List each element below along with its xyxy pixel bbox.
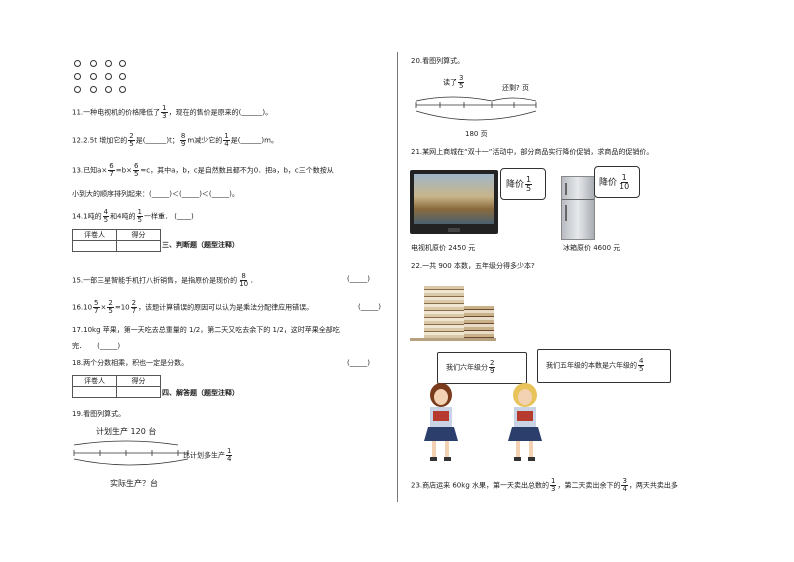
girl-figure-right <box>508 383 542 461</box>
fridge-image <box>561 176 595 240</box>
remain-label: 还剩? 页 <box>502 84 529 92</box>
answer-blank[interactable]: (_____) <box>347 275 370 283</box>
question-17: 17.10kg 苹果，第一天吃去总重量的 1/2，第二天又吃去余下的 1/2，这… <box>72 326 340 334</box>
question-20: 20.看图列算式。 <box>411 57 465 65</box>
answer-blank[interactable]: (_____) <box>347 359 370 367</box>
section-title-judgment: 三、判断题（题型注释） <box>162 241 239 249</box>
question-22: 22.一共 900 本数，五年级分得多少本? <box>411 262 535 270</box>
tv-image <box>410 170 498 234</box>
plan-label: 计划生产 120 台 <box>96 427 157 436</box>
question-21: 21.某网上商城在“双十一”活动中，部分商品实行降价促销，求商品的促销价。 <box>411 148 654 156</box>
q19-segment-diagram <box>73 440 189 466</box>
answer-blank[interactable]: (_____) <box>358 303 381 311</box>
question-17-line2: 完． (_____) <box>72 342 121 350</box>
books-image <box>410 282 496 342</box>
column-divider <box>397 52 398 502</box>
q20-segment-diagram <box>415 96 537 121</box>
total-label: 180 页 <box>465 130 488 138</box>
question-18: 18.两个分数相乘，积也一定是分数。 <box>72 359 189 367</box>
score-table: 评卷人得分 <box>72 375 161 398</box>
question-19: 19.看图列算式。 <box>72 410 126 418</box>
tv-price: 电视机原价 2450 元 <box>411 244 476 252</box>
fridge-price: 冰箱原价 4600 元 <box>563 244 621 252</box>
score-table: 评卷人得分 <box>72 229 161 252</box>
actual-label: 实际生产？台 <box>110 479 158 488</box>
section-title-answer: 四、解答题（题型注释） <box>162 389 239 397</box>
question-13-line2: 小到大的顺序排列起来：(_____)＜(_____)＜(_____)。 <box>72 190 239 198</box>
girl-figure-left <box>424 383 458 461</box>
